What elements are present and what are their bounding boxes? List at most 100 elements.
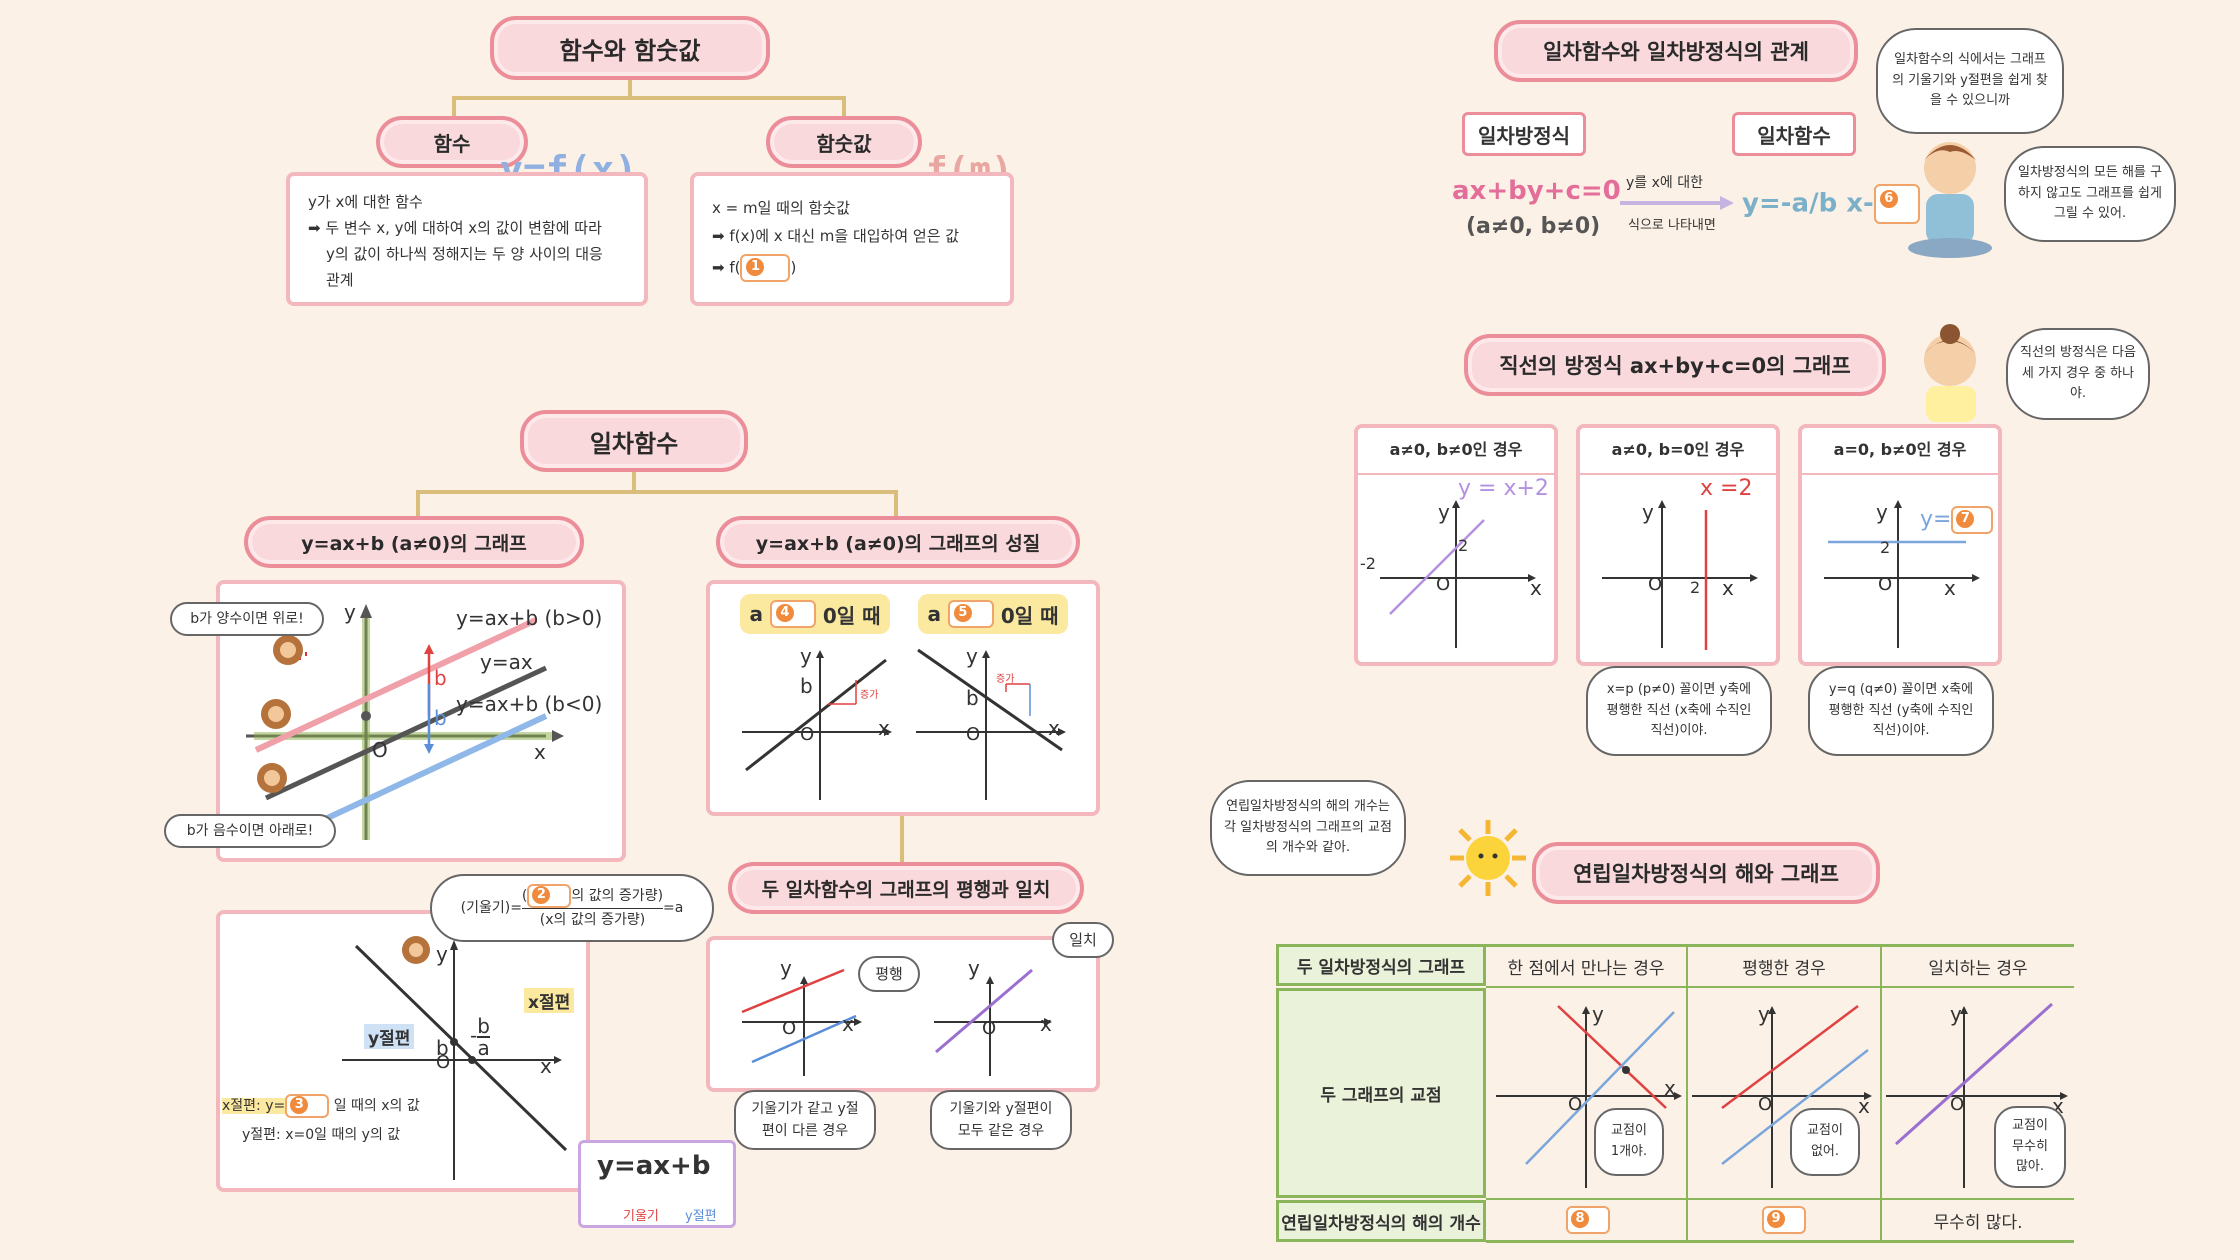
arrow-bottom: 식으로 나타내면 [1628,218,1716,233]
blank-2[interactable]: 2 [527,884,572,909]
sys-count-3: 무수히 많다. [1933,1212,2023,1233]
blank-5[interactable]: 5 [947,600,994,628]
sys3-note: 교점이 무수히 많아. [1994,1106,2066,1188]
blank-6[interactable]: 6 [1873,184,1920,224]
sun-icon [1450,820,1526,896]
slope-box [216,910,590,1192]
coincide-bubble: 일치 [1052,922,1114,958]
table-border-mid2 [1486,1198,2074,1200]
blank-1[interactable]: 1 [740,254,791,282]
case-a-tick-m2: -2 [1360,554,1376,573]
line-b-pos [254,617,538,753]
value-tag: 함숫값 [766,116,922,168]
sys2-o: O [1758,1094,1773,1115]
blank-3[interactable]: 3 [285,1094,330,1118]
relation-bubble-1: 일차함수의 식에서는 그래프의 기울기와 y절편을 쉽게 찾을 수 있으니까 [1876,28,2064,134]
connector [452,96,846,100]
connector [900,816,904,862]
system-graphs [1496,1002,2068,1188]
case-c-header: a=0, b≠0인 경우 [1833,440,1967,459]
arrow-top: y를 x에 대한 [1626,175,1703,191]
func-line-3: y의 값이 하나씩 정해지는 두 양 사이의 대응 [326,245,603,263]
intercept-o: O [436,1052,451,1073]
concept1-title: 함수와 함숫값 [490,16,770,80]
case-a-tick-2: 2 [1458,536,1469,555]
value-line-2: ➡ f(x)에 x 대신 m을 대입하여 얻은 값 [712,227,960,245]
eq-down: y=ax+b (b<0) [456,692,603,716]
prop-pos-inc: 증가 [860,690,879,701]
system-bubble: 연립일차방정식의 해의 개수는 각 일차방정식의 그래프의 교점의 개수와 같아… [1210,780,1406,876]
line-eq-bubble: 직선의 방정식은 다음 세 가지 경우 중 하나야. [2006,328,2150,420]
x-intercept-tag: x절편 [524,988,575,1013]
intercept-b: b [436,1036,449,1060]
intercept-graph [342,936,568,1180]
prop-pos-b: b [800,674,813,698]
line-eq-title: 직선의 방정식 ax+by+c=0의 그래프 [1464,334,1886,396]
col1-header: 한 점에서 만나는 경우 [1507,958,1665,979]
case-b-box [1576,424,1780,666]
prop-tag: y=ax+b (a≠0)의 그래프의 성질 [716,516,1080,568]
x-intercept-text: x절편: y=3 일 때의 x의 값 [222,1094,420,1118]
prop-neg-x: x [1048,716,1060,740]
b-positive-bubble: b가 양수이면 위로! [170,602,324,636]
prop-pos-o: O [800,724,815,745]
case-graphs [1358,473,1998,650]
coi-y: y [968,956,980,980]
prop-graphs [742,648,1066,800]
sys3-o: O [1950,1094,1965,1115]
par-y: y [780,956,792,980]
sys1-x: x [1664,1076,1676,1100]
sys1-note: 교점이 1개야. [1594,1108,1664,1176]
case-c-x: x [1944,576,1956,600]
coi-x: x [1040,1012,1052,1036]
prop-pos-y: y [800,644,812,668]
linear-title: 일차함수 [520,410,748,472]
blank-8[interactable]: 8 [1566,1206,1610,1234]
blank-7[interactable]: 7 [1951,506,1994,534]
y-intercept-tag: y절편 [364,1024,415,1049]
func-tag: 함수 [376,116,528,168]
formula-slope-label: 기울기 [623,1209,659,1224]
graph-tag: y=ax+b (a≠0)의 그래프 [244,516,584,568]
girl-character [1924,324,1976,422]
connector [628,80,632,98]
formula-text: y=ax+b [597,1151,711,1181]
row2-header: 두 그래프의 교점 [1276,988,1486,1198]
coi-o: O [982,1018,997,1039]
sys3-x: x [2052,1094,2064,1118]
prop-neg-b: b [966,686,979,710]
connector [632,472,636,492]
table-divider-2 [1880,944,1882,1242]
origin-label: O [372,738,388,762]
par-x: x [842,1012,854,1036]
relation-bubble-2: 일차방정식의 모든 해를 구하지 않고도 그래프를 쉽게 그릴 수 있어. [2004,146,2176,242]
system-title: 연립일차방정식의 해와 그래프 [1532,842,1880,904]
connector [894,490,898,518]
case-a-header: a≠0, b≠0인 경우 [1389,440,1523,459]
b-label-pos: b [434,666,447,690]
col2-header: 평행한 경우 [1742,958,1826,979]
blank-9[interactable]: 9 [1762,1206,1806,1234]
blank-4[interactable]: 4 [769,600,816,628]
prop-pos-label: a 4 0일 때 [740,594,890,634]
case-b-eq: x =2 [1700,476,1753,501]
func-line-1: y가 x에 대한 함수 [308,193,423,211]
eq-condition: (a≠0, b≠0) [1466,214,1601,239]
parallel-note: 기울기가 같고 y절편이 다른 경우 [734,1090,876,1150]
case-b-note: x=p (p≠0) 꼴이면 y축에 평행한 직선 (x축에 수직인 직선)이야. [1586,666,1772,756]
func-box: y가 x에 대한 함수 ➡ 두 변수 x, y에 대하여 x의 값이 변함에 따… [286,172,648,306]
prop-neg-o: O [966,724,981,745]
relation-title: 일차함수와 일차방정식의 관계 [1494,20,1858,82]
sys-count-1: 8 [1566,1206,1610,1234]
b-label-neg: b [434,706,447,730]
value-line-3: ➡ f(1) [712,254,796,282]
shift-graph [246,604,564,845]
line-b-zero [264,665,548,801]
connector [416,490,898,494]
prop-neg-y: y [966,644,978,668]
connector [416,490,420,518]
case-c-y: y [1876,500,1888,524]
table-border-bottom [1486,1240,2074,1243]
